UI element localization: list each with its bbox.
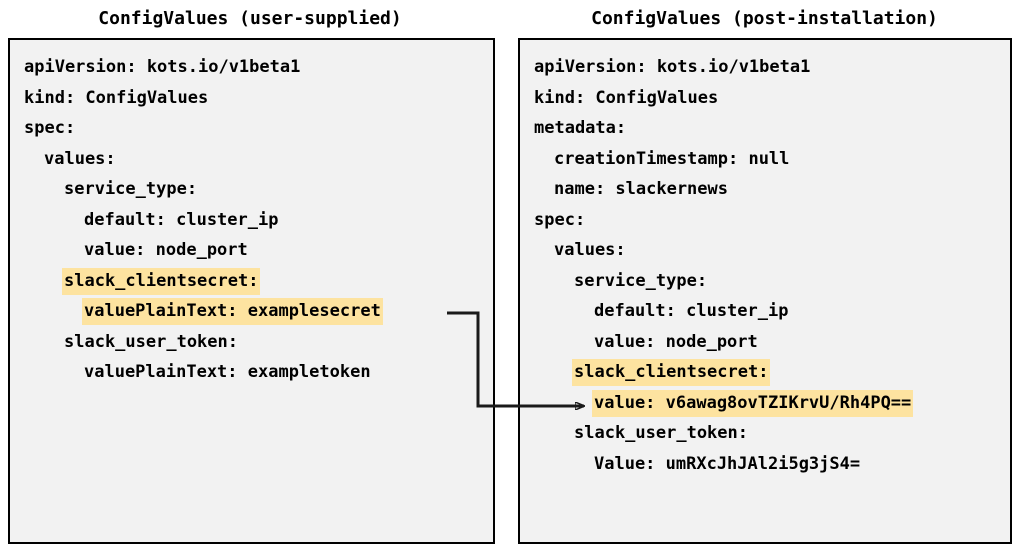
yaml-line: valuePlainText: examplesecret [10,296,493,327]
yaml-line-text: service_type: [574,270,708,291]
yaml-line-text: spec: [24,118,76,138]
yaml-lines-user-supplied: apiVersion: kots.io/v1beta1 kind: ConfigV… [10,40,493,388]
yaml-line-text: apiVersion: kots.io/v1beta1 [24,57,301,77]
yaml-line: slack_clientsecret: [10,266,493,297]
yaml-line-text: Value: umRXcJhJAl2i5g3jS4= [594,453,861,474]
panel-title-post-installation: ConfigValues (post-installation) [591,8,938,29]
yaml-line: metadata: [520,113,1010,144]
panel-title-user-supplied: ConfigValues (user-supplied) [98,8,402,29]
yaml-line: kind: ConfigValues [10,83,493,114]
yaml-line: value: node_port [10,235,493,266]
yaml-line-text: slack_clientsecret: [62,267,261,295]
yaml-line: value: v6awag8ovTZIKrvU/Rh4PQ== [520,388,1010,419]
yaml-line-text: service_type: [64,179,198,199]
yaml-line-text: kind: ConfigValues [534,87,719,108]
yaml-line-text: metadata: [534,118,627,138]
yaml-line: valuePlainText: exampletoken [10,357,493,388]
yaml-line-text: valuePlainText: examplesecret [82,298,383,325]
yaml-line-text: slack_user_token: [574,423,748,443]
yaml-line: default: cluster_ip [10,205,493,236]
yaml-box-user-supplied: apiVersion: kots.io/v1beta1 kind: ConfigV… [8,38,495,544]
yaml-box-post-installation: apiVersion: kots.io/v1beta1 kind: ConfigV… [518,38,1012,544]
yaml-line-text: default: cluster_ip [594,301,789,321]
yaml-line: spec: [10,113,493,144]
yaml-line-text: slack_user_token: [64,331,238,352]
yaml-line-text: valuePlainText: exampletoken [84,362,371,382]
yaml-line: value: node_port [520,327,1010,358]
yaml-line-text: values: [554,240,626,260]
yaml-line: service_type: [10,174,493,205]
yaml-line-text: values: [44,148,116,169]
yaml-line: spec: [520,205,1010,236]
yaml-line-text: value: node_port [84,240,248,260]
yaml-line: slack_clientsecret: [520,357,1010,388]
panel-user-supplied: ConfigValues (user-supplied) apiVersion:… [0,0,500,559]
yaml-line: values: [520,235,1010,266]
yaml-line: creationTimestamp: null [520,144,1010,175]
yaml-line-text: value: node_port [594,331,758,352]
yaml-line: Value: umRXcJhJAl2i5g3jS4= [520,449,1010,480]
yaml-line-text: spec: [534,209,586,230]
yaml-line: apiVersion: kots.io/v1beta1 [520,52,1010,83]
yaml-line-text: default: cluster_ip [84,209,279,230]
yaml-line-text: name: slackernews [554,179,728,199]
yaml-line-text: creationTimestamp: null [554,148,790,169]
yaml-line-text: apiVersion: kots.io/v1beta1 [534,57,811,77]
yaml-line: slack_user_token: [10,327,493,358]
yaml-line: name: slackernews [520,174,1010,205]
yaml-line: default: cluster_ip [520,296,1010,327]
yaml-line: slack_user_token: [520,418,1010,449]
yaml-lines-post-installation: apiVersion: kots.io/v1beta1 kind: ConfigV… [520,40,1010,479]
yaml-line: apiVersion: kots.io/v1beta1 [10,52,493,83]
yaml-line-text: slack_clientsecret: [572,359,771,386]
yaml-line: service_type: [520,266,1010,297]
yaml-line: values: [10,144,493,175]
yaml-line-text: value: v6awag8ovTZIKrvU/Rh4PQ== [592,389,914,417]
yaml-line: kind: ConfigValues [520,83,1010,114]
panel-post-installation: ConfigValues (post-installation) apiVers… [510,0,1019,559]
yaml-line-text: kind: ConfigValues [24,87,209,108]
